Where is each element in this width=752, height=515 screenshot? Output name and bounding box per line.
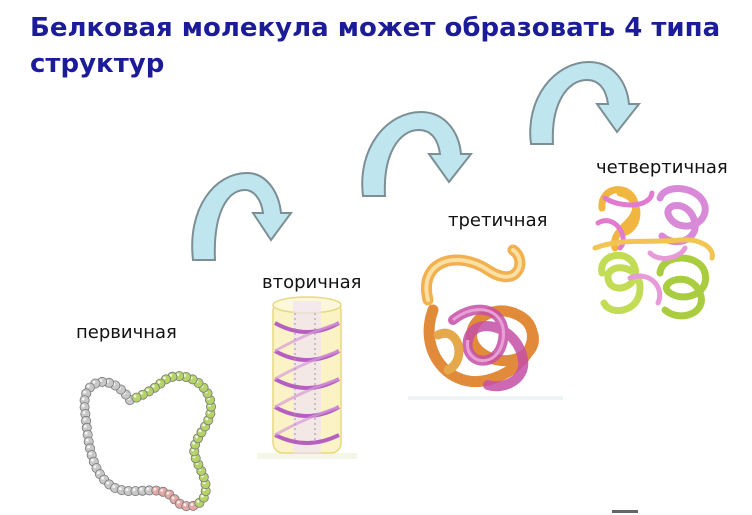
bead-highlight — [82, 411, 86, 414]
bead-highlight — [195, 435, 198, 439]
bead-highlight — [101, 476, 105, 480]
label-tertiary: третичная — [448, 210, 548, 231]
bead-highlight — [84, 431, 88, 435]
bead-highlight — [152, 384, 155, 388]
tertiary-fold-icon — [408, 244, 563, 400]
bead-highlight — [146, 388, 149, 392]
bead-highlight — [83, 418, 87, 421]
quaternary-complex-icon — [592, 185, 715, 320]
bead-highlight — [118, 487, 122, 491]
bead-highlight — [190, 503, 194, 506]
bead-highlight — [166, 491, 170, 495]
bead-highlight — [85, 438, 89, 442]
bead-highlight — [112, 485, 116, 488]
bead-highlight — [93, 465, 97, 469]
bead-highlight — [176, 373, 180, 377]
alpha-helix-icon — [257, 296, 357, 459]
bead-highlight — [163, 376, 166, 380]
curved-arrow-icon — [191, 171, 293, 261]
bead-highlight — [99, 379, 103, 382]
bead-highlight — [205, 417, 209, 421]
bead-highlight — [139, 487, 143, 491]
bead-highlight — [192, 441, 196, 445]
bead-highlight — [160, 489, 164, 492]
bead-highlight — [125, 488, 129, 491]
bead-highlight — [196, 500, 200, 503]
slide-title: Белковая молекула может образовать 4 тип… — [30, 13, 721, 79]
bead-highlight — [83, 390, 87, 394]
bead-highlight — [92, 380, 96, 384]
bead-highlight — [183, 503, 187, 507]
bead-highlight — [177, 500, 180, 504]
bead-highlight — [202, 423, 206, 427]
bead-highlight — [153, 487, 157, 491]
curved-arrow-icon — [529, 60, 642, 145]
bead-highlight — [87, 384, 90, 388]
bead-highlight — [81, 397, 85, 401]
bead-highlight — [84, 425, 87, 428]
bead-highlight — [133, 394, 137, 398]
bead-highlight — [140, 391, 143, 395]
bead-highlight — [91, 458, 94, 462]
bead-highlight — [169, 374, 173, 377]
bead-highlight — [146, 487, 150, 491]
bead-highlight — [132, 488, 136, 492]
bead-highlight — [81, 404, 85, 408]
label-primary: первичная — [76, 322, 177, 343]
curved-arrow-icon — [361, 110, 474, 197]
bead-highlight — [201, 494, 204, 498]
bead-highlight — [97, 471, 100, 475]
label-secondary: вторичная — [262, 272, 362, 293]
bead-chain-icon — [79, 371, 216, 512]
bead-highlight — [198, 429, 202, 433]
label-quaternary: четвертичная — [596, 157, 728, 178]
bead-highlight — [171, 496, 175, 500]
bead-highlight — [106, 481, 110, 485]
bead-highlight — [157, 380, 161, 384]
bead-highlight — [87, 445, 90, 449]
bead-highlight — [88, 452, 92, 456]
divider — [612, 510, 638, 513]
bead — [131, 392, 142, 403]
